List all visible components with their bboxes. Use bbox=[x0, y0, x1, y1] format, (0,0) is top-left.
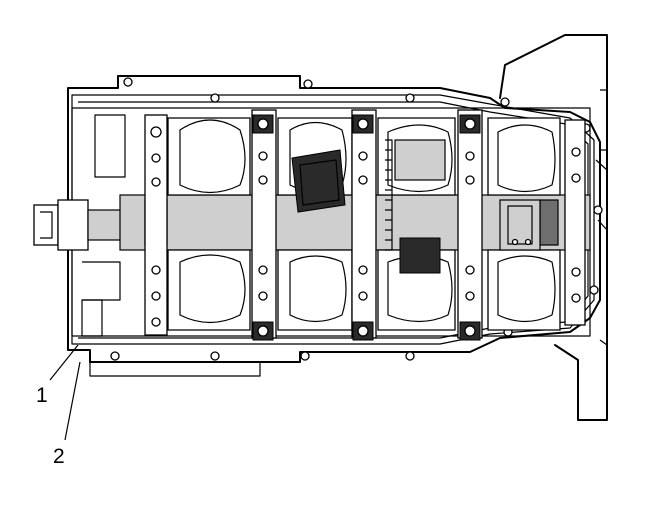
crankshaft-snout bbox=[33, 199, 123, 251]
callout-label-1: 1 bbox=[36, 384, 48, 407]
bearing-cap-bolts bbox=[150, 114, 581, 341]
leader-lines bbox=[49, 344, 81, 441]
callout-label-2: 2 bbox=[53, 445, 65, 468]
frame-block bbox=[499, 34, 608, 421]
